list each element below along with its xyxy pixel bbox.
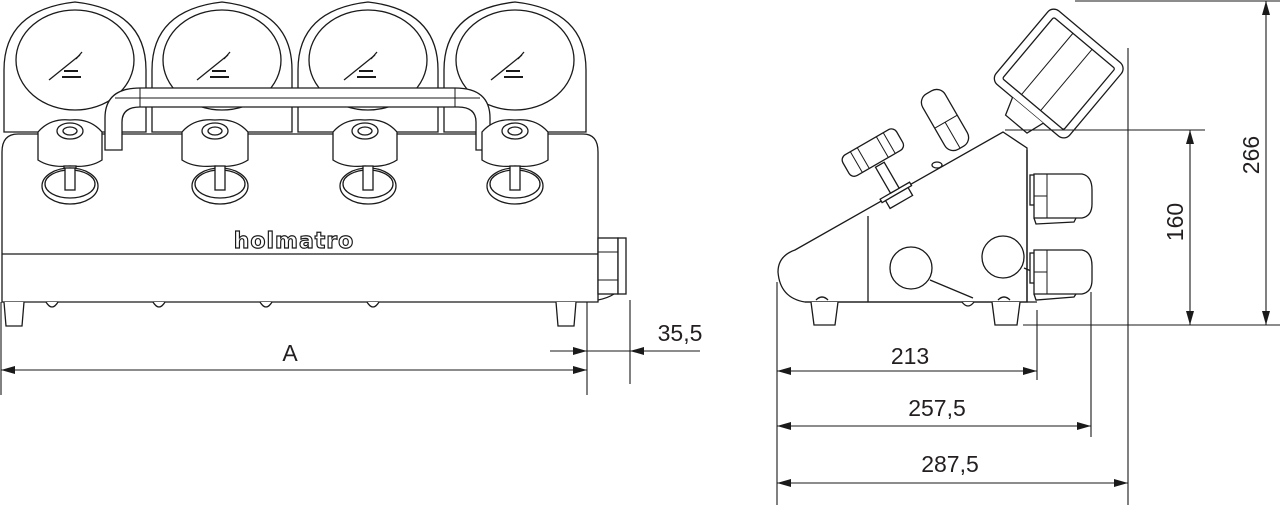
side-cylinder: [920, 88, 970, 152]
dimension-160-label: 160: [1162, 203, 1188, 241]
screw: [45, 301, 59, 308]
foot: [991, 301, 1021, 326]
dimension-257-5-label: 257,5: [908, 395, 966, 421]
dimension-287-5-label: 287,5: [921, 451, 979, 477]
gauge-needle-2: [196, 54, 229, 81]
screw: [366, 301, 380, 308]
coupler-lower: [1029, 249, 1093, 301]
foot-left: [3, 301, 25, 327]
foot: [810, 301, 839, 326]
dust-cap: [981, 235, 1025, 279]
carry-handle: [104, 87, 491, 151]
side-coupler: [597, 237, 627, 301]
dimension-a-label: A: [282, 340, 298, 366]
brand-logo: holmatro: [234, 229, 355, 254]
screw: [259, 301, 273, 308]
valve-knob-4: [481, 119, 549, 205]
screw: [152, 301, 166, 308]
gauge-needle-1: [48, 54, 81, 81]
coupler-upper: [1029, 173, 1093, 225]
manifold-body: [1, 133, 599, 303]
gauge-needle-4: [490, 54, 523, 81]
gauge-4: [443, 1, 587, 133]
dimension-213-label: 213: [891, 343, 929, 369]
dimension-coupler-label: 35,5: [658, 320, 703, 346]
gauge-3: [297, 1, 439, 133]
side-valve-knob: [841, 128, 914, 210]
valve-knob-2: [181, 119, 249, 205]
gauge-needle-3: [343, 54, 376, 81]
front-view: holmatro: [1, 1, 627, 327]
side-body: [777, 131, 1028, 303]
side-dimensions: 213 257,5 287,5 160 266: [776, 0, 1280, 505]
dust-cap: [889, 246, 933, 290]
side-view: [777, 8, 1124, 326]
side-gauge: [993, 8, 1124, 139]
front-dimensions: A 35,5: [0, 300, 703, 395]
foot-right: [555, 301, 577, 327]
valve-knob-1: [37, 119, 103, 205]
gauge-2: [151, 1, 293, 133]
valve-knob-3: [332, 119, 398, 205]
dimension-266-label: 266: [1238, 136, 1264, 174]
